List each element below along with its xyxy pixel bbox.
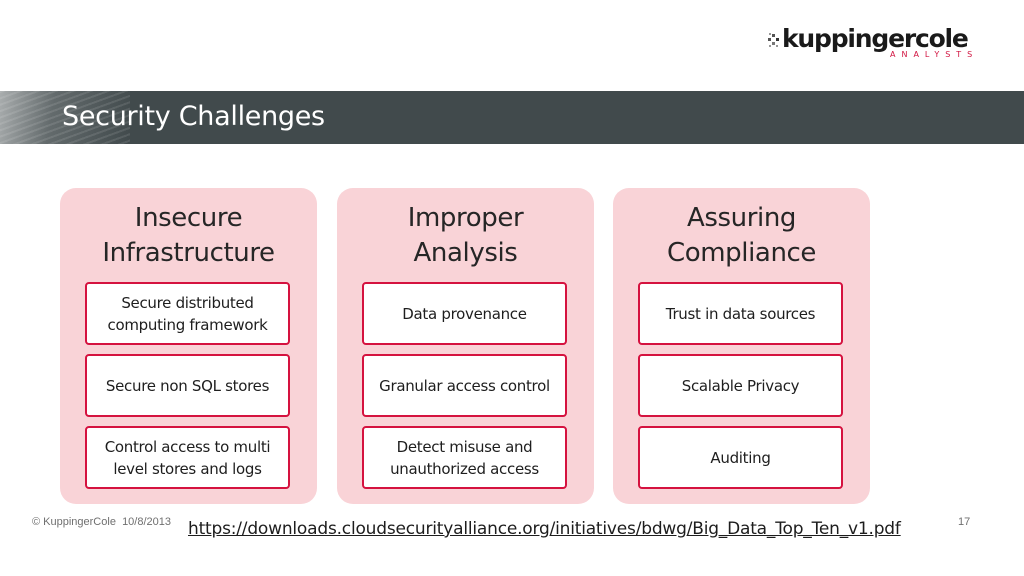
challenge-item: Auditing	[638, 426, 843, 489]
logo-subtitle: ANALYSTS	[890, 50, 979, 59]
challenge-item: Secure distributed computing framework	[85, 282, 290, 345]
challenge-item: Scalable Privacy	[638, 354, 843, 417]
logo-wordmark: kuppingercole	[782, 24, 969, 53]
column-improper-analysis: Improper Analysis Data provenance Granul…	[337, 188, 594, 504]
page-title: Security Challenges	[62, 101, 325, 132]
kuppingercole-logo: kuppingercole ANALYSTS	[768, 24, 979, 62]
challenge-item: Secure non SQL stores	[85, 354, 290, 417]
column-heading: Improper Analysis	[407, 203, 524, 268]
challenge-item: Control access to multi level stores and…	[85, 426, 290, 489]
challenge-item: Detect misuse and unauthorized access	[362, 426, 567, 489]
title-bar	[0, 91, 1024, 144]
logo-pixel-icon	[768, 33, 779, 47]
footer-date: 10/8/2013	[122, 516, 171, 528]
challenge-item: Data provenance	[362, 282, 567, 345]
footer-copyright: © KuppingerCole 10/8/2013	[32, 516, 171, 528]
column-insecure-infrastructure: Insecure Infrastructure Secure distribut…	[60, 188, 317, 504]
source-link[interactable]: https://downloads.cloudsecurityalliance.…	[188, 519, 901, 539]
column-assuring-compliance: Assuring Compliance Trust in data source…	[613, 188, 870, 504]
challenge-item: Trust in data sources	[638, 282, 843, 345]
challenge-item: Granular access control	[362, 354, 567, 417]
page-number: 17	[958, 516, 971, 528]
column-heading: Insecure Infrastructure	[102, 203, 275, 268]
title-bar-texture	[0, 91, 130, 144]
column-heading: Assuring Compliance	[666, 203, 817, 268]
